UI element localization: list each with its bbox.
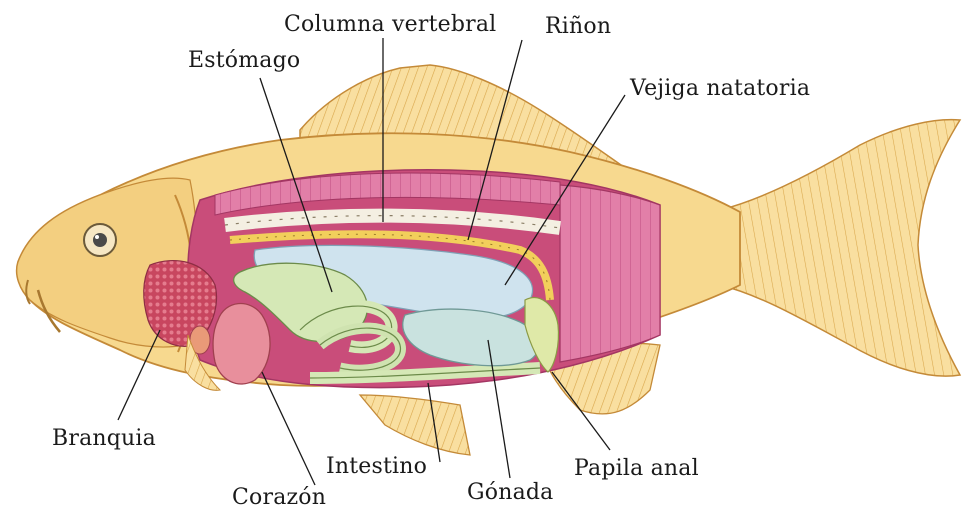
label-vejiga-natatoria: Vejiga natatoria <box>630 78 810 100</box>
label-gonada: Gónada <box>467 482 554 504</box>
label-estomago: Estómago <box>188 50 300 72</box>
label-intestino: Intestino <box>326 456 427 478</box>
muscle-block <box>560 185 660 362</box>
tail-fin <box>720 120 960 376</box>
label-rinon: Riñon <box>545 16 611 38</box>
pelvic-fin <box>360 395 470 455</box>
label-branquia: Branquia <box>52 428 156 450</box>
label-papila-anal: Papila anal <box>574 458 699 480</box>
label-columna-vertebral: Columna vertebral <box>284 14 496 36</box>
label-corazon: Corazón <box>232 487 326 509</box>
heart <box>213 304 270 384</box>
